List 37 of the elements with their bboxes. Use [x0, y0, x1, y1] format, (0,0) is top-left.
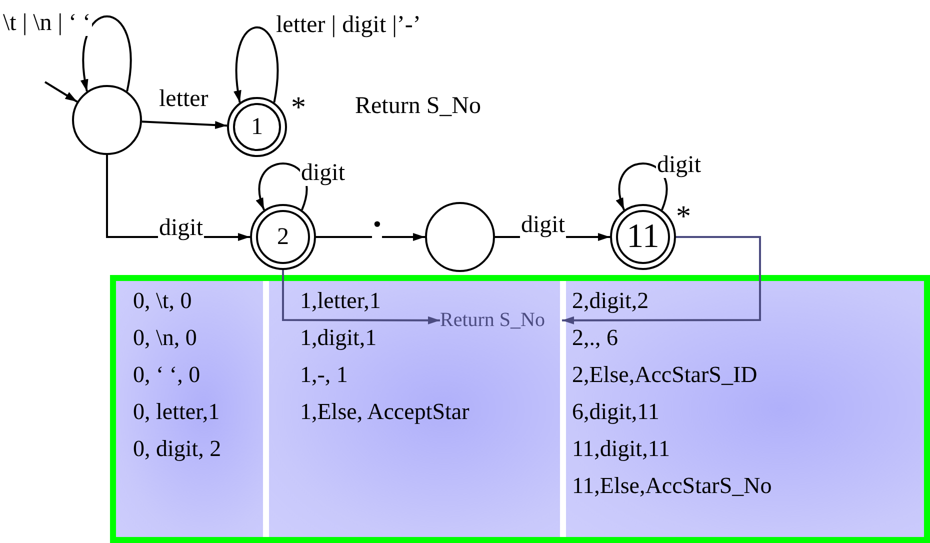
transition-arrow — [142, 120, 228, 130]
transition-arrow — [562, 236, 761, 324]
transition-entry: 2,., 6 — [572, 325, 618, 350]
transition-label: digit — [158, 215, 204, 242]
transition-label: digit — [300, 160, 346, 186]
self-loop-arrow — [256, 162, 308, 210]
self-loop-arrow — [616, 162, 668, 210]
transition-entry: 0, letter,1 — [133, 399, 220, 424]
transition-entry: 1,digit,1 — [300, 325, 377, 350]
transition-entry: 0, \n, 0 — [133, 325, 197, 350]
self-loop-arrow — [81, 16, 132, 92]
transition-entry: 11,Else,AccStarS_No — [572, 473, 772, 498]
return-label: Return S_No — [440, 308, 562, 333]
transition-entry: 0, ‘ ‘, 0 — [133, 362, 200, 387]
transition-entry: 0, digit, 2 — [133, 436, 222, 461]
transition-entry: 1,letter,1 — [300, 288, 381, 313]
transition-entry: 1,Else, AcceptStar — [300, 399, 470, 424]
state-number: 1 — [251, 115, 263, 139]
final-state-mark: * — [676, 202, 691, 232]
transition-entry: 0, \t, 0 — [133, 288, 192, 313]
transition-entry: 2,digit,2 — [572, 288, 649, 313]
transition-label: digit — [520, 212, 566, 238]
transition-entry: 11,digit,11 — [572, 436, 670, 461]
transition-label: \t | \n | ‘ ‘ — [2, 10, 92, 36]
transition-entry: 2,Else,AccStarS_ID — [572, 362, 758, 387]
transition-arrow — [282, 270, 440, 324]
state-number: 2 — [277, 225, 289, 249]
transition-label: digit — [656, 152, 702, 178]
transition-arrow — [316, 233, 425, 241]
transition-arrow — [44, 81, 78, 103]
transition-entry: 1,-, 1 — [300, 362, 348, 387]
state-number: 11 — [626, 220, 660, 254]
final-state-mark: * — [291, 93, 306, 123]
transition-label: letter | digit |’-’ — [275, 12, 422, 38]
return-note: Return S_No — [355, 93, 481, 120]
transition-entry: 6,digit,11 — [572, 399, 660, 424]
self-loop-arrow — [234, 26, 278, 103]
